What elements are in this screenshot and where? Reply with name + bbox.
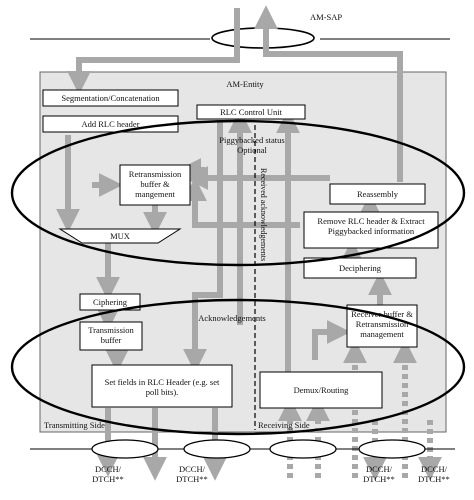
- channel-label-1-line2: DTCH**: [92, 474, 124, 484]
- channel-label-3-line2: DTCH**: [363, 474, 395, 484]
- reassembly-label: Reassembly: [356, 189, 399, 199]
- set-fields-box: [91, 364, 233, 408]
- arrow-demux-to-rxbuffer: [312, 320, 351, 360]
- rx-buffer-label: Receiver buffer & Retransmission managem…: [351, 309, 413, 339]
- upper-highlight-ellipse: [10, 119, 466, 267]
- arrow-control-down: [183, 120, 223, 373]
- remove-header-box: [303, 211, 439, 249]
- deciphering-label: Deciphering: [338, 263, 381, 273]
- channel-ellipse-3: [269, 439, 337, 459]
- deciphering-box: [303, 257, 417, 279]
- function-boxes: [42, 89, 439, 409]
- acknowledgements-label: Acknowledgements: [198, 313, 266, 323]
- arrow-reassembly-to-sap: [254, 5, 403, 182]
- arrow-sap-to-segmentation: [67, 8, 240, 95]
- channel-label-4: DCCH/ DTCH**: [412, 464, 456, 484]
- channel-label-2-line1: DCCH/: [179, 464, 205, 474]
- remove-header-label: Remove RLC header & Extract Piggybacked …: [317, 216, 425, 236]
- channel-ellipses: [91, 439, 426, 459]
- demux-label: Demux/Routing: [293, 385, 349, 395]
- channel-ellipse-4: [358, 439, 426, 459]
- channel-label-2: DCCH/ DTCH**: [170, 464, 214, 484]
- rlc-control-label: RLC Control Unit: [220, 107, 282, 117]
- segmentation-box: [42, 89, 179, 107]
- retransmission-label: Retransmission buffer & mangement: [128, 169, 182, 199]
- mux-shape: [58, 228, 182, 244]
- channel-label-2-line2: DTCH**: [176, 474, 208, 484]
- retransmission-box: [119, 164, 191, 206]
- ciphering-label: Ciphering: [93, 297, 127, 307]
- channel-label-4-line1: DCCH/: [421, 464, 447, 474]
- channel-label-3-line1: DCCH/: [366, 464, 392, 474]
- channel-label-1-line1: DCCH/: [95, 464, 121, 474]
- reassembly-box: [329, 183, 426, 205]
- channel-label-3: DCCH/ DTCH**: [357, 464, 401, 484]
- sap-label: AM-SAP: [309, 12, 343, 22]
- channel-ellipse-2: [183, 439, 251, 459]
- entity-label: AM-Entity: [226, 79, 264, 89]
- channel-label-4-line2: DTCH**: [418, 474, 450, 484]
- arrow-piggyback-to-retx: [183, 177, 300, 228]
- channel-label-1: DCCH/ DTCH**: [86, 464, 130, 484]
- tx-buffer-box: [79, 321, 143, 351]
- mux-label: MUX: [110, 231, 130, 241]
- flow-arrows: [56, 5, 442, 481]
- ciphering-box: [79, 293, 141, 311]
- piggybacked-status-label: Piggybacked status Optional: [219, 135, 285, 155]
- lower-highlight-ellipse: [10, 298, 466, 436]
- transmitting-side-label: Transmitting Side: [44, 420, 105, 430]
- received-ack-label: Received acknowledgements: [259, 168, 268, 262]
- rlc-control-box: [196, 104, 306, 120]
- channel-ellipse-1: [91, 439, 159, 459]
- rx-buffer-box: [346, 304, 418, 348]
- set-fields-label: Set fields in RLC Header (e.g. set poll …: [104, 377, 220, 397]
- tx-buffer-label: Transmission buffer: [88, 325, 134, 345]
- segmentation-label: Segmentation/Concatenation: [61, 93, 160, 103]
- receiving-side-label: Receiving Side: [258, 420, 310, 430]
- demux-box: [259, 371, 383, 409]
- add-header-label: Add RLC header: [81, 119, 140, 129]
